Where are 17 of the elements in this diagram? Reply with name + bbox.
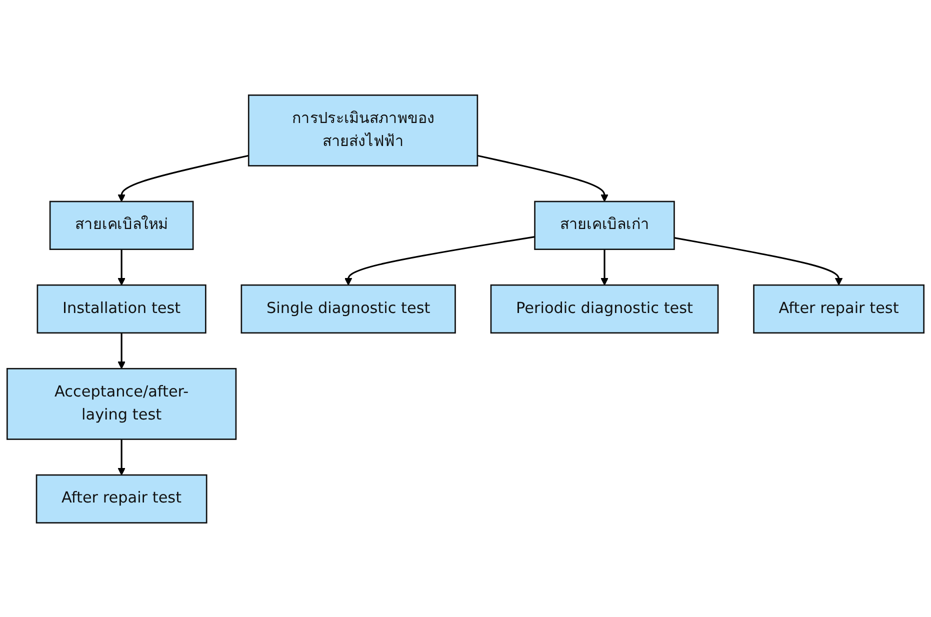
arrow <box>118 332 126 369</box>
arrow <box>477 154 608 202</box>
arrow <box>118 154 249 202</box>
arrow <box>600 248 608 285</box>
node-box: สายเคเบิลใหม่ <box>49 200 194 250</box>
arrow <box>674 236 843 285</box>
node-box: After repair test <box>753 284 925 334</box>
node-box: Installation test <box>36 284 206 334</box>
node-box: การประเมินสภาพของสายส่งไฟฟ้า <box>248 94 478 166</box>
node-box: สายเคเบิลเก่า <box>534 200 675 250</box>
node-box: Periodic diagnostic test <box>490 284 719 334</box>
arrow <box>118 438 126 475</box>
node-box: Acceptance/after-laying test <box>6 368 237 440</box>
node-box: After repair test <box>36 474 208 523</box>
arrow <box>344 236 535 285</box>
arrow <box>118 248 126 285</box>
node-box: Single diagnostic test <box>240 284 456 334</box>
